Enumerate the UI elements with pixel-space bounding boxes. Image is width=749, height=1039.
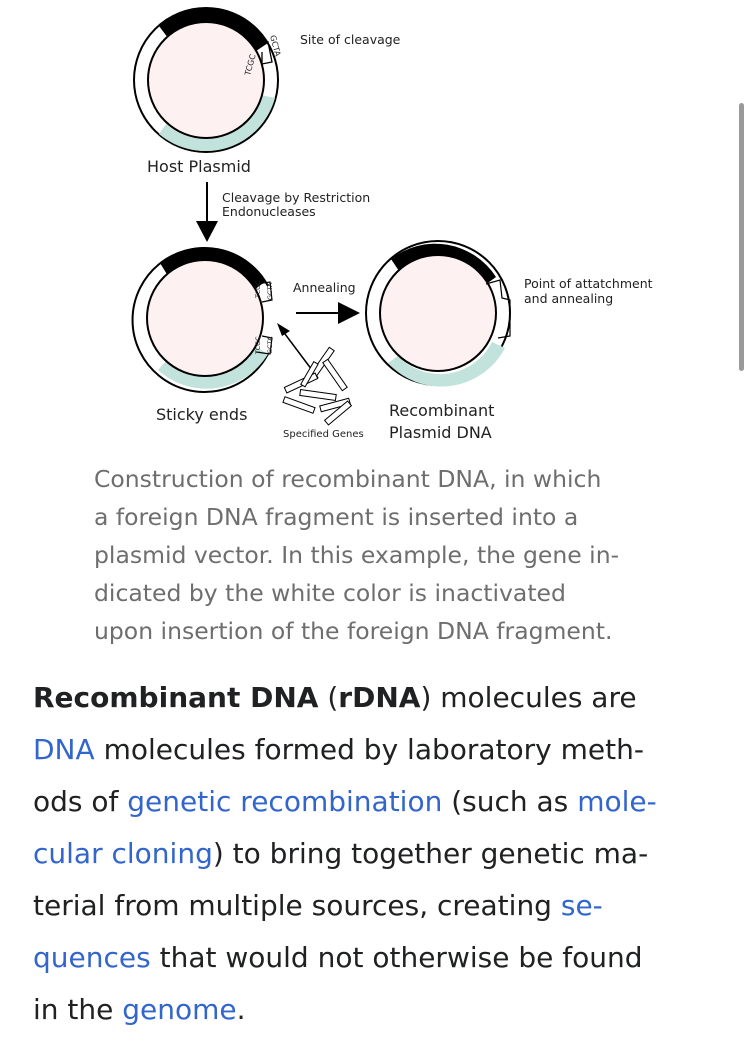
paragraph-text: ) to bring together genetic ma- [213, 837, 648, 870]
recombinant-label-line1: Recombinant [389, 401, 494, 420]
link-genetic-recombination[interactable]: genetic recombination [127, 785, 442, 818]
attachment-label-line2: and annealing [524, 291, 613, 306]
annealing-label: Annealing [293, 280, 356, 295]
link-sequences[interactable]: se- [561, 889, 603, 922]
attachment-label-line1: Point of attatchment [524, 276, 653, 291]
paragraph-text: ( [318, 681, 338, 714]
recombinant-dna-diagram: TCGC GCTA Site of cleavage Host Plasmid … [0, 0, 749, 450]
svg-text:GCTA: GCTA [266, 336, 274, 354]
sticky-ends-label: Sticky ends [156, 405, 247, 424]
cleavage-label-line2: Endonucleases [222, 204, 316, 219]
recombinant-plasmid [366, 241, 510, 387]
caption-line: a foreign DNA fragment is inserted into … [94, 498, 694, 536]
link-dna[interactable]: DNA [33, 733, 95, 766]
svg-text:GCTA: GCTA [266, 282, 274, 300]
link-genome[interactable]: genome [122, 993, 236, 1026]
annealing-arrow [296, 302, 360, 324]
article-paragraph: Recombinant DNA (rDNA) molecules are DNA… [33, 672, 733, 1036]
cleavage-label-line1: Cleavage by Restriction [222, 190, 370, 205]
host-plasmid-label: Host Plasmid [147, 157, 251, 176]
paragraph-text: molecules formed by laboratory meth- [95, 733, 644, 766]
host-plasmid: TCGC GCTA [134, 8, 282, 152]
caption-line: dicated by the white color is inactivate… [94, 574, 694, 612]
caption-line: Construction of recombinant DNA, in whic… [94, 460, 694, 498]
figure-caption: Construction of recombinant DNA, in whic… [94, 460, 694, 650]
caption-line: upon insertion of the foreign DNA fragme… [94, 612, 694, 650]
paragraph-text: ) molecules are [420, 681, 636, 714]
bold-term: Recombinant DNA [33, 681, 318, 714]
paragraph-text: terial from multiple sources, creating [33, 889, 561, 922]
specified-genes-label: Specified Genes [283, 429, 364, 440]
svg-text:TCGC: TCGC [254, 280, 262, 299]
caption-line: plasmid vector. In this example, the gen… [94, 536, 694, 574]
scrollbar-thumb[interactable] [739, 103, 744, 371]
bold-abbreviation: rDNA [338, 681, 420, 714]
paragraph-text: that would not otherwise be found [151, 941, 643, 974]
paragraph-text: (such as [442, 785, 577, 818]
specified-genes-fragments [277, 323, 351, 425]
link-molecular-cloning[interactable]: mole- [577, 785, 657, 818]
paragraph-text: ods of [33, 785, 127, 818]
paragraph-text: . [237, 993, 246, 1026]
site-of-cleavage-label: Site of cleavage [300, 32, 401, 47]
svg-text:TCGC: TCGC [254, 336, 262, 355]
recombinant-label-line2: Plasmid DNA [389, 423, 492, 442]
paragraph-text: in the [33, 993, 122, 1026]
link-sequences[interactable]: quences [33, 941, 151, 974]
link-molecular-cloning[interactable]: cular cloning [33, 837, 213, 870]
sticky-ends-plasmid: TCGC GCTA TCGC GCTA [133, 247, 274, 392]
cleavage-arrow [196, 182, 218, 242]
